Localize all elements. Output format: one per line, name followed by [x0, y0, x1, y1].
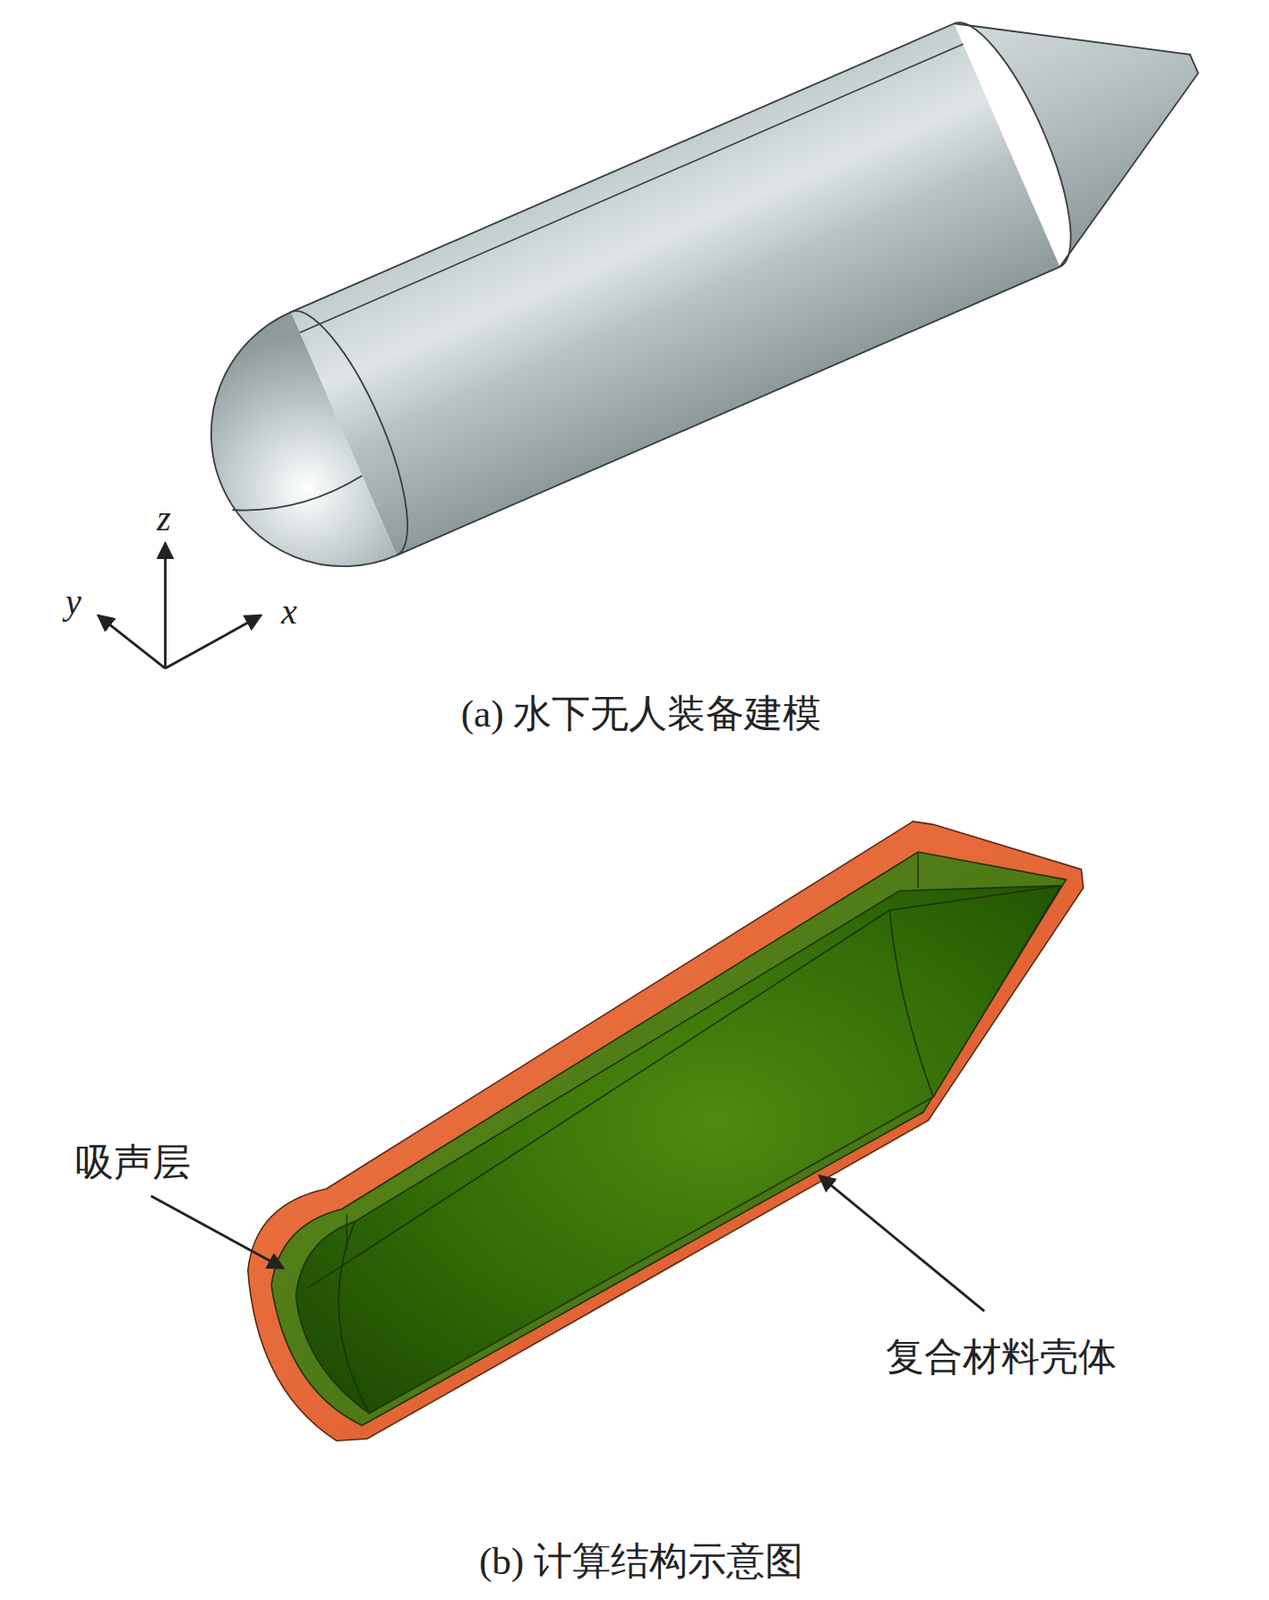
callout-label: 吸声层 — [75, 1139, 191, 1186]
subfigure-caption: (a) 水下无人装备建模 — [461, 690, 822, 738]
axis-label: x — [281, 590, 298, 634]
callout-label: 复合材料壳体 — [885, 1333, 1117, 1381]
axes — [97, 542, 261, 669]
subfigure-caption: (b) 计算结构示意图 — [479, 1537, 804, 1585]
torpedo-model — [169, 0, 1247, 609]
axis-label: y — [65, 580, 82, 624]
leader-lines — [151, 1174, 986, 1311]
axis-label: z — [156, 497, 172, 541]
